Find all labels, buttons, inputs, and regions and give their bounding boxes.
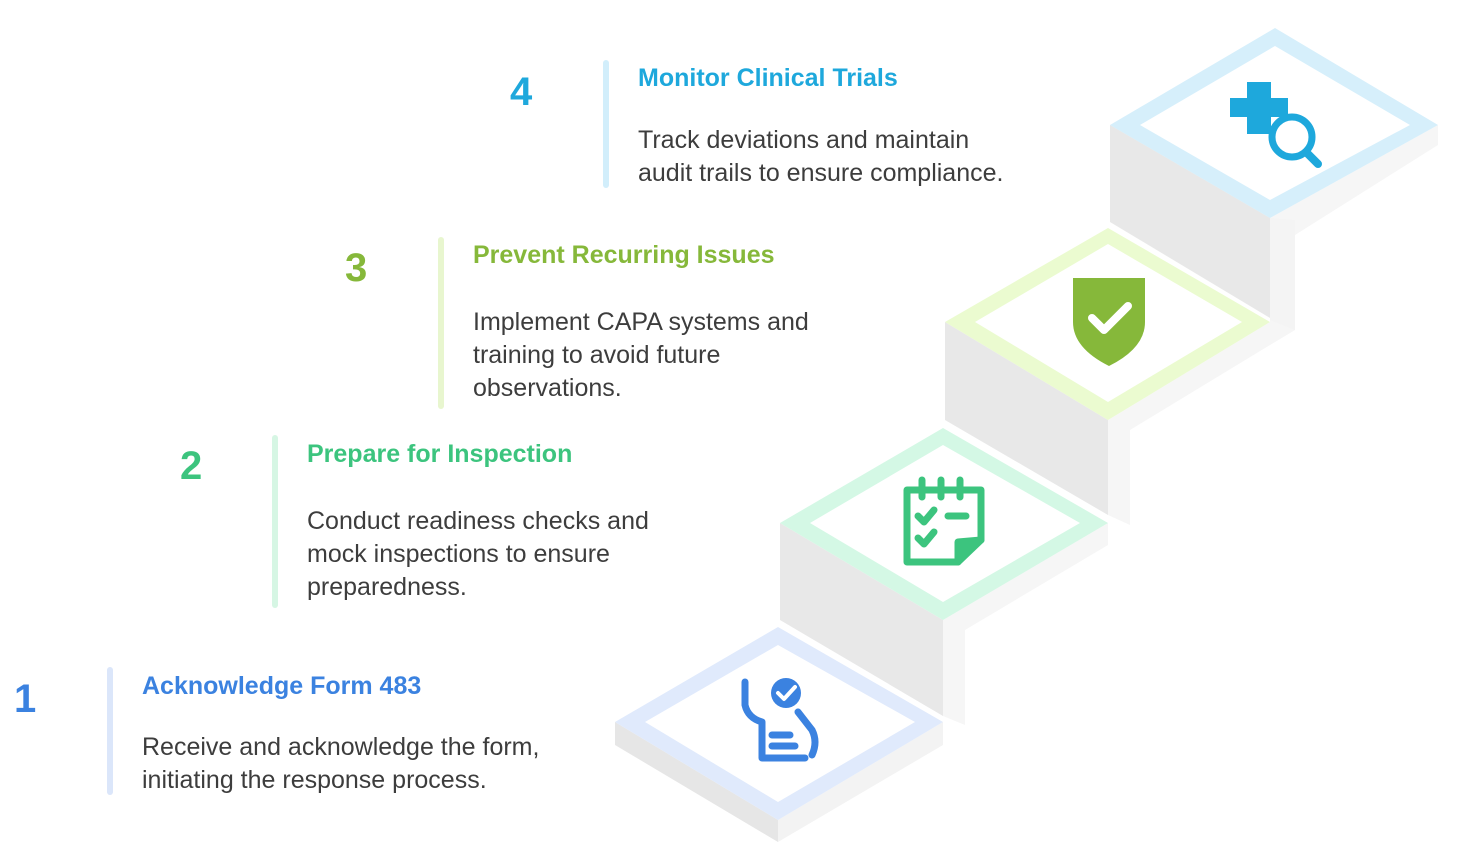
step-3-title: Prevent Recurring Issues — [473, 241, 775, 269]
step-1-divider — [107, 667, 113, 795]
step-1-number: 1 — [14, 677, 37, 721]
step-3-description-line: training to avoid future — [473, 341, 721, 369]
step-3-description-line: Implement CAPA systems and — [473, 308, 809, 336]
step-1-description-line: Receive and acknowledge the form, — [142, 733, 540, 761]
shield-check-icon — [1073, 278, 1145, 366]
medical-search-icon — [1230, 82, 1322, 168]
step-3-number: 3 — [345, 246, 368, 290]
step-2-divider — [272, 435, 278, 608]
step-2-number: 2 — [180, 444, 203, 488]
step-2-description-line: Conduct readiness checks and — [307, 507, 649, 535]
stair-block-1 — [615, 627, 943, 842]
step-3-divider — [438, 237, 444, 409]
step-2-description-line: mock inspections to ensure — [307, 540, 610, 568]
checklist-calendar-icon — [903, 476, 985, 566]
step-4-divider — [603, 60, 609, 188]
step-3-description: Implement CAPA systems and training to a… — [473, 306, 913, 405]
stair-block-2 — [780, 428, 1108, 725]
step-4-description-line: Track deviations and maintain — [638, 126, 970, 154]
step-4-description-line: audit trails to ensure compliance. — [638, 159, 1004, 187]
step-2-description: Conduct readiness checks and mock inspec… — [307, 505, 747, 604]
acknowledge-form-icon — [741, 678, 819, 762]
step-1-title: Acknowledge Form 483 — [142, 672, 422, 700]
step-1-description: Receive and acknowledge the form, initia… — [142, 731, 582, 797]
step-2-description-line: preparedness. — [307, 573, 467, 601]
step-4-title: Monitor Clinical Trials — [638, 64, 898, 92]
step-4-description: Track deviations and maintain audit trai… — [638, 124, 1078, 190]
step-3-description-line: observations. — [473, 374, 622, 402]
step-2-title: Prepare for Inspection — [307, 440, 573, 468]
step-1-description-line: initiating the response process. — [142, 766, 487, 794]
step-4-number: 4 — [510, 70, 533, 114]
